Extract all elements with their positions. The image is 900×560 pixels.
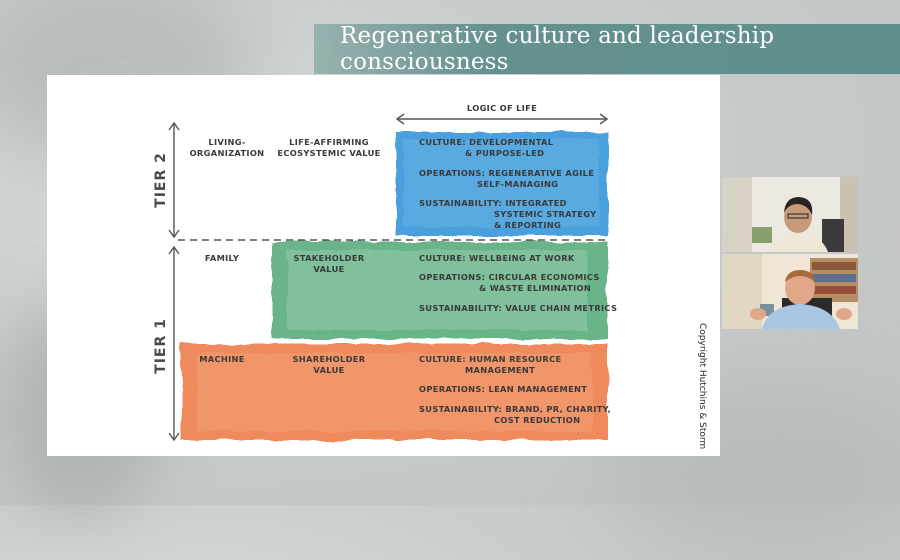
culture-label: CULTURE: DEVELOPMENTAL& PURPOSE-LED (419, 137, 554, 158)
operations-label: OPERATIONS: LEAN MANAGEMENT (419, 384, 587, 394)
shareholder-band (181, 344, 608, 440)
operations-label: OPERATIONS: CIRCULAR ECONOMICS& WASTE EL… (419, 272, 600, 293)
tier-1-label: TIER 1 (153, 318, 169, 374)
slide: LOGIC OF LIFE TIER 2 TIER 1 LIVING-ORGAN… (47, 75, 720, 456)
participant-2-image (722, 254, 858, 329)
sustainability-label: SUSTAINABILITY: BRAND, PR, CHARITY,COST … (419, 404, 611, 425)
participant-video-2[interactable] (722, 254, 858, 329)
logic-of-life-label: LOGIC OF LIFE (467, 103, 537, 113)
regenerative-tiers-diagram: LOGIC OF LIFE TIER 2 TIER 1 LIVING-ORGAN… (153, 103, 617, 442)
tier-2-band (396, 132, 608, 236)
org-label: FAMILY (205, 253, 240, 263)
presentation-title: Regenerative culture and leadership cons… (340, 23, 775, 75)
logic-of-life-arrow (395, 113, 609, 125)
tier-1-arrow (168, 245, 180, 442)
tier-2-arrow (168, 121, 180, 239)
org-label: MACHINE (199, 354, 245, 364)
participant-video-1[interactable] (722, 177, 858, 252)
presentation-title-banner: Regenerative culture and leadership cons… (314, 23, 900, 75)
org-label: LIVING-ORGANIZATION (190, 137, 265, 158)
copyright-text: Copyright Hutchins & Storm (697, 323, 707, 450)
participant-1-image (722, 177, 858, 252)
culture-label: CULTURE: WELLBEING AT WORK (419, 253, 575, 263)
copyright-note: Copyright Hutchins & Storm (697, 323, 713, 453)
tier-2-label: TIER 2 (153, 152, 169, 208)
sustainability-label: SUSTAINABILITY: VALUE CHAIN METRICS (419, 303, 617, 313)
stakeholder-band (272, 242, 608, 339)
